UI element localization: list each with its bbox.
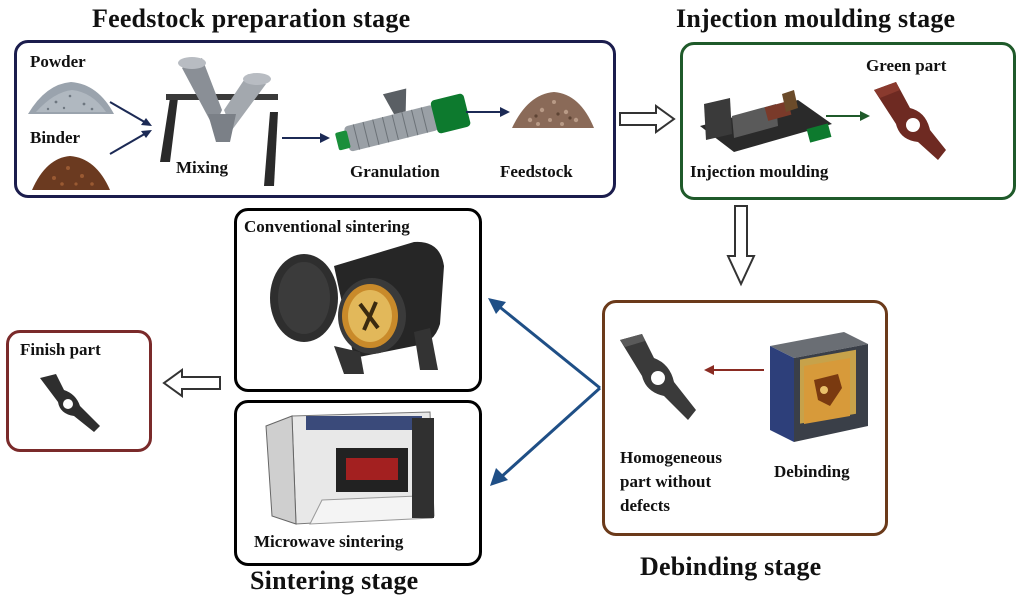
- feedstock-stage-title: Feedstock preparation stage: [92, 4, 411, 33]
- feedstock-to-injection-arrow: [619, 104, 676, 134]
- powder-label: Powder: [30, 52, 86, 71]
- debinding-label: Debinding: [774, 462, 850, 481]
- homogeneous-label-line2: part without: [620, 472, 712, 491]
- oven-to-part-arrow: [704, 365, 764, 375]
- injection-stage-title: Injection moulding stage: [676, 4, 956, 33]
- granulation-label: Granulation: [350, 162, 440, 181]
- homogeneous-part-icon: [620, 334, 696, 420]
- powder-to-mixer-arrow: [109, 101, 152, 155]
- injection-to-debinding-arrow: [726, 205, 756, 287]
- microwave-sintering-label: Microwave sintering: [254, 532, 404, 551]
- sintering-to-finish-arrow: [162, 368, 221, 398]
- homogeneous-label-line3: defects: [620, 496, 671, 515]
- debinding-oven-icon: [770, 332, 868, 442]
- mixing-label: Mixing: [176, 158, 228, 177]
- feedstock-pile-icon: [512, 92, 594, 128]
- injection-moulding-label: Injection moulding: [690, 162, 829, 181]
- v-mixer-icon: [160, 57, 278, 186]
- debinding-stage-title: Debinding stage: [640, 552, 822, 581]
- binder-label: Binder: [30, 128, 81, 147]
- powder-pile-icon: [28, 82, 114, 114]
- sintering-stage-title: Sintering stage: [250, 566, 419, 595]
- finish-part-icon: [40, 374, 100, 432]
- machine-to-green-part-arrow: [826, 111, 870, 121]
- conventional-sintering-label: Conventional sintering: [244, 217, 410, 236]
- conventional-furnace-icon: [270, 241, 444, 374]
- granulator-icon: [335, 88, 471, 152]
- binder-pile-icon: [32, 156, 110, 190]
- injection-machine-icon: [700, 90, 832, 152]
- debinding-to-sintering-arrows: [488, 298, 602, 486]
- finish-part-label: Finish part: [20, 340, 101, 359]
- green-part-icon: [874, 82, 946, 160]
- mixer-to-granulator-arrow: [282, 133, 330, 143]
- granulator-to-feedstock-arrow: [466, 107, 510, 117]
- feedstock-stage-box: [14, 40, 616, 198]
- finish-part-box: [6, 330, 152, 452]
- green-part-label: Green part: [866, 56, 947, 75]
- homogeneous-label-line1: Homogeneous: [620, 448, 722, 467]
- feedstock-label: Feedstock: [500, 162, 573, 181]
- microwave-furnace-icon: [265, 411, 435, 525]
